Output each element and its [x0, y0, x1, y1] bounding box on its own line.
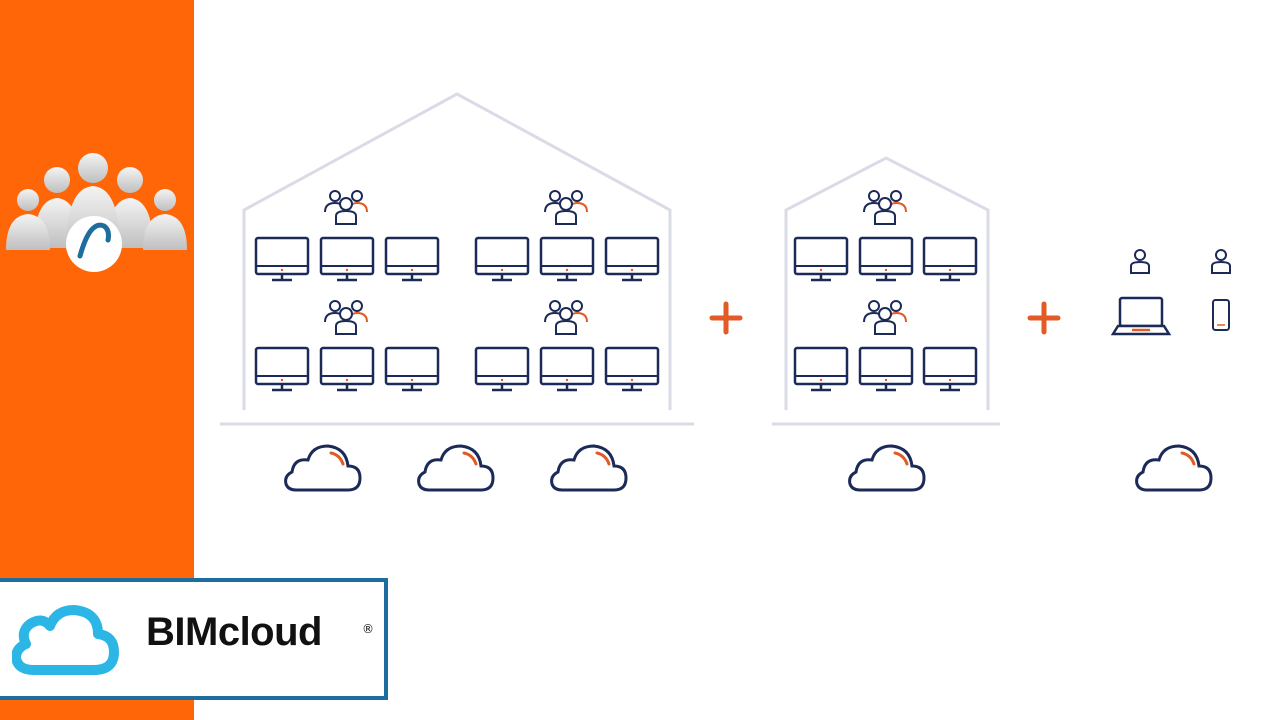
large-office — [220, 92, 694, 492]
archicad-arc-icon — [66, 216, 122, 272]
remote-users — [1110, 249, 1231, 492]
brand-name: BIMcloud — [146, 610, 322, 654]
cloud-icon — [12, 605, 119, 675]
phone-icon — [1212, 299, 1230, 331]
team-icon — [6, 153, 187, 272]
small-office — [772, 156, 1000, 492]
collaboration-diagram — [220, 92, 1231, 492]
brand-box: BIMcloud ® — [0, 578, 388, 700]
laptop-icon — [1110, 296, 1172, 336]
registered-mark: ® — [362, 622, 374, 636]
